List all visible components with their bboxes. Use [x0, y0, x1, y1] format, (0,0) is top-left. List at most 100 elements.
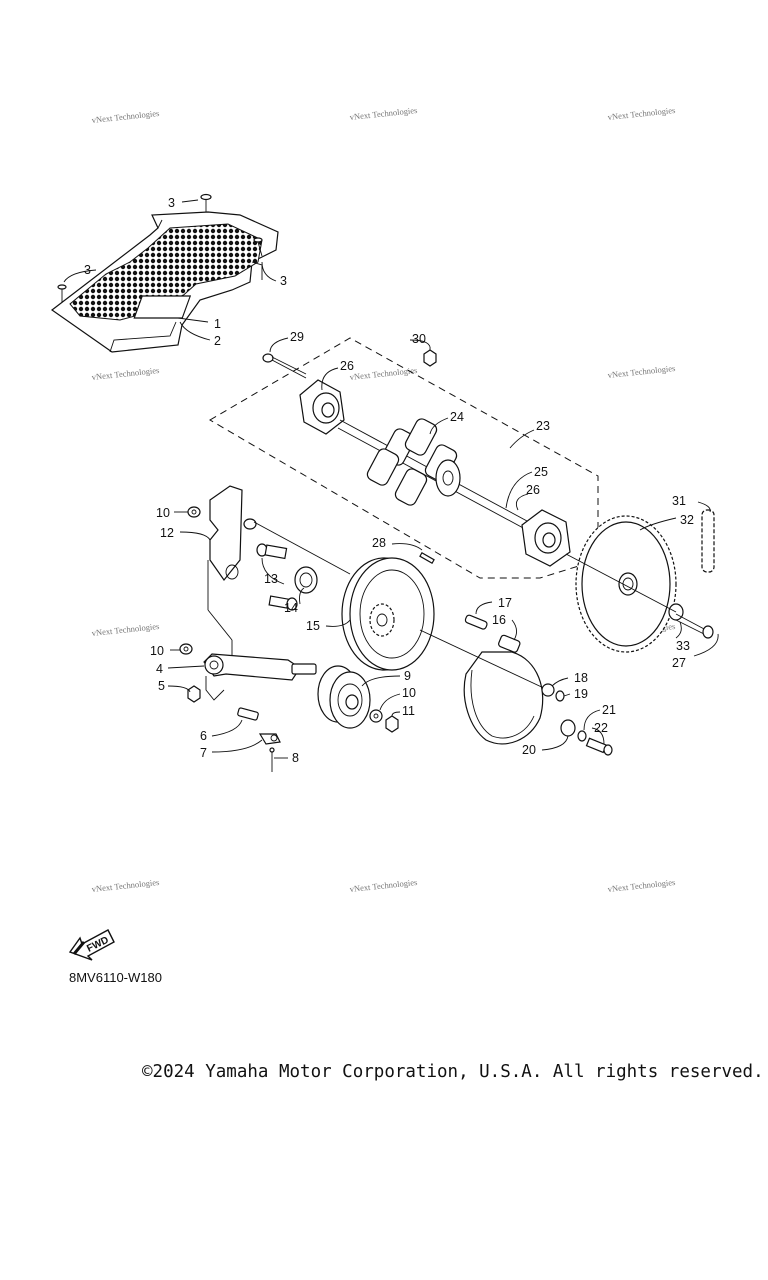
callout-25: 25 [534, 465, 548, 479]
watermark: vNext Technologies [91, 621, 160, 638]
callout-29: 29 [290, 330, 304, 344]
bolt [585, 737, 613, 756]
bolt [262, 353, 307, 379]
drive-sprocket [366, 418, 461, 506]
svg-text:vNext Technologies: vNext Technologies [349, 105, 418, 122]
callout-20: 20 [522, 743, 536, 757]
watermark: vNext Technologies [607, 105, 676, 122]
callout-28: 28 [372, 536, 386, 550]
washer [179, 643, 193, 655]
pin [464, 614, 488, 630]
callout-10: 10 [402, 686, 416, 700]
watermark: vNext Technologies [91, 877, 160, 894]
callout-33: 33 [676, 639, 690, 653]
watermark: vNext Technologies [91, 365, 160, 382]
callout-32: 32 [680, 513, 694, 527]
driven-sprocket [575, 515, 677, 653]
watermark: vNext Technologies [349, 877, 418, 894]
spring-washer [577, 730, 587, 742]
callout-18: 18 [574, 671, 588, 685]
callout-23: 23 [536, 419, 550, 433]
callout-21: 21 [602, 703, 616, 717]
callout-26: 26 [526, 483, 540, 497]
callout-13: 13 [264, 572, 278, 586]
screw [57, 284, 67, 302]
watermark: vNext Technologies [607, 877, 676, 894]
callout-15: 15 [306, 619, 320, 633]
callout-14: 14 [284, 601, 298, 615]
callout-16: 16 [492, 613, 506, 627]
callouts: 3 3 3 1 2 29 30 26 24 23 25 26 28 31 32 … [84, 196, 694, 765]
callout-5: 5 [158, 679, 165, 693]
callout-31: 31 [672, 494, 686, 508]
callout-6: 6 [200, 729, 207, 743]
svg-text:vNext Technologies: vNext Technologies [91, 108, 160, 125]
svg-text:vNext Technologies: vNext Technologies [91, 621, 160, 638]
warning-label [133, 295, 192, 319]
callout-10: 10 [156, 506, 170, 520]
nut [187, 685, 201, 703]
washer [560, 719, 576, 737]
fwd-label: FWD [85, 935, 110, 955]
svg-text:vNext Technologies: vNext Technologies [349, 877, 418, 894]
callout-7: 7 [200, 746, 207, 760]
watermark: vNext Technologies [607, 363, 676, 380]
brake-band [463, 651, 544, 745]
callout-3: 3 [84, 263, 91, 277]
spring [237, 707, 259, 721]
bolt [256, 543, 288, 560]
callout-1: 1 [214, 317, 221, 331]
callout-10: 10 [150, 644, 164, 658]
pivot-pin [498, 634, 521, 653]
svg-text:vNext Technologies: vNext Technologies [91, 877, 160, 894]
washer [187, 506, 201, 518]
callout-9: 9 [404, 669, 411, 683]
callout-22: 22 [594, 721, 608, 735]
svg-text:vNext Technologies: vNext Technologies [607, 363, 676, 380]
leader-lines [63, 199, 719, 759]
screw [253, 237, 263, 257]
callout-11: 11 [402, 704, 415, 718]
bearing-housing [299, 379, 345, 435]
bolt [675, 613, 714, 639]
idler-wheel [317, 665, 371, 729]
svg-text:vNext Technologies: vNext Technologies [349, 365, 418, 382]
callout-12: 12 [160, 526, 174, 540]
clip [555, 690, 565, 702]
bushing [294, 566, 318, 594]
bolt [268, 595, 298, 611]
bolt [243, 518, 351, 575]
svg-text:vNext Technologies: vNext Technologies [91, 365, 160, 382]
callout-19: 19 [574, 687, 588, 701]
svg-text:vNext Technologies: vNext Technologies [607, 877, 676, 894]
cover-plate [50, 211, 279, 353]
pin [269, 747, 275, 772]
callout-3: 3 [280, 274, 287, 288]
brake-bracket [207, 485, 243, 660]
drawing-code: 8MV6110-W180 [69, 970, 162, 985]
cable-end [258, 733, 281, 745]
copyright-notice: ©2024 Yamaha Motor Corporation, U.S.A. A… [142, 1062, 764, 1082]
fwd-arrow-icon: FWD [68, 929, 115, 961]
key [419, 551, 435, 565]
washer [541, 683, 555, 697]
callout-8: 8 [292, 751, 299, 765]
watermark: vNext Technologies [91, 108, 160, 125]
callout-4: 4 [156, 662, 163, 676]
callout-27: 27 [672, 656, 686, 670]
callout-24: 24 [450, 410, 464, 424]
callout-30: 30 [412, 332, 426, 346]
watermark: vNext Technologies [349, 365, 418, 382]
brake-lever [203, 653, 317, 701]
bearing-housing [521, 509, 571, 567]
washer [369, 709, 383, 723]
brake-disc [341, 557, 435, 671]
svg-text:vNext Technologies: vNext Technologies [607, 105, 676, 122]
callout-3: 3 [168, 196, 175, 210]
nut [385, 715, 399, 733]
nut [423, 349, 437, 367]
screw [200, 193, 212, 212]
callout-17: 17 [498, 596, 512, 610]
callout-26: 26 [340, 359, 354, 373]
